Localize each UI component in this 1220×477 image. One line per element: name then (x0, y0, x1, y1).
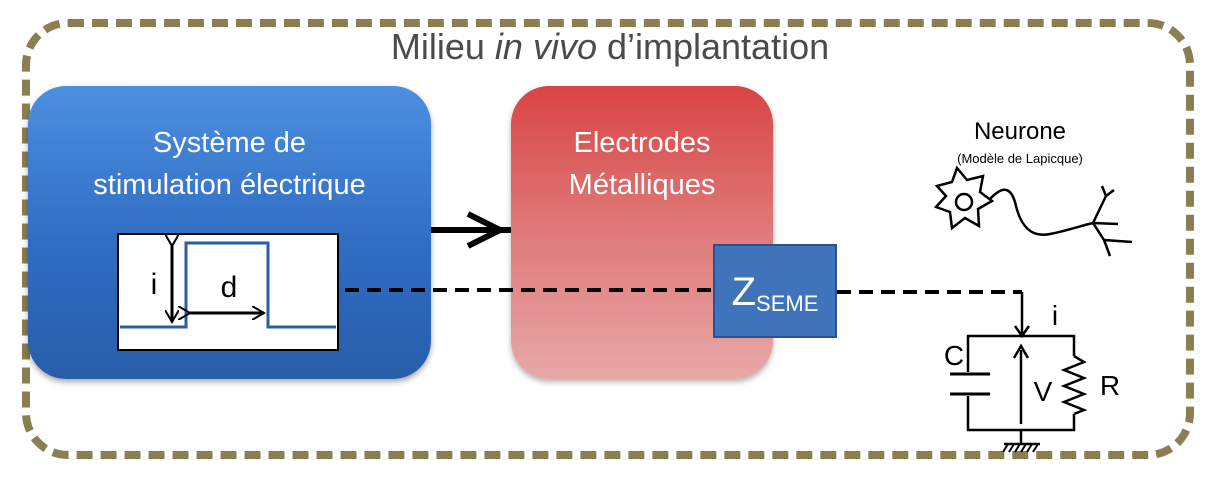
duration-label: d (220, 271, 238, 304)
pulse-waveform (120, 241, 336, 329)
electrodes-title-line2: Métalliques (568, 169, 716, 201)
neuron-title: Neurone (973, 118, 1067, 145)
implantation-environment-frame (22, 19, 1194, 459)
neuron-subtitle: (Modèle de Lapicque) (957, 151, 1083, 166)
stimulation-system-title: Système de stimulation électrique (28, 86, 431, 206)
capacitor-gap (955, 372, 983, 396)
amplitude-label: i (150, 268, 158, 301)
ground-hatch-icon (1002, 443, 1039, 453)
diagram-title: Milieu in vivo d’implantation (0, 26, 1220, 68)
title-italic: in vivo (494, 26, 597, 67)
impedance-symbol: Z (731, 270, 757, 314)
stimulation-title-line1: Système de (152, 127, 307, 159)
interface-impedance-box: ZSEME (713, 244, 837, 338)
voltage-label: V (1033, 376, 1053, 407)
neuron-nucleus-icon (954, 192, 974, 212)
electrodes-title: Electrodes Métalliques (511, 86, 773, 206)
resistor-symbol (1060, 354, 1088, 416)
neuron-axon-icon (989, 188, 1094, 237)
electrodes-title-line1: Electrodes (573, 127, 711, 159)
capacitor-label: C (943, 340, 965, 371)
metal-electrodes-box: Electrodes Métalliques (511, 86, 773, 379)
voltage-arrowhead (1012, 343, 1030, 359)
resistor-label: R (1099, 370, 1121, 401)
title-prefix: Milieu (390, 26, 495, 67)
stimulation-title-line2: stimulation électrique (93, 169, 366, 201)
title-suffix: d’implantation (596, 26, 830, 67)
circuit-current-label: i (1051, 300, 1059, 331)
impedance-subscript: SEME (756, 291, 819, 316)
neuron-dendrites-icon (1091, 185, 1133, 257)
pulse-panel (117, 233, 339, 351)
